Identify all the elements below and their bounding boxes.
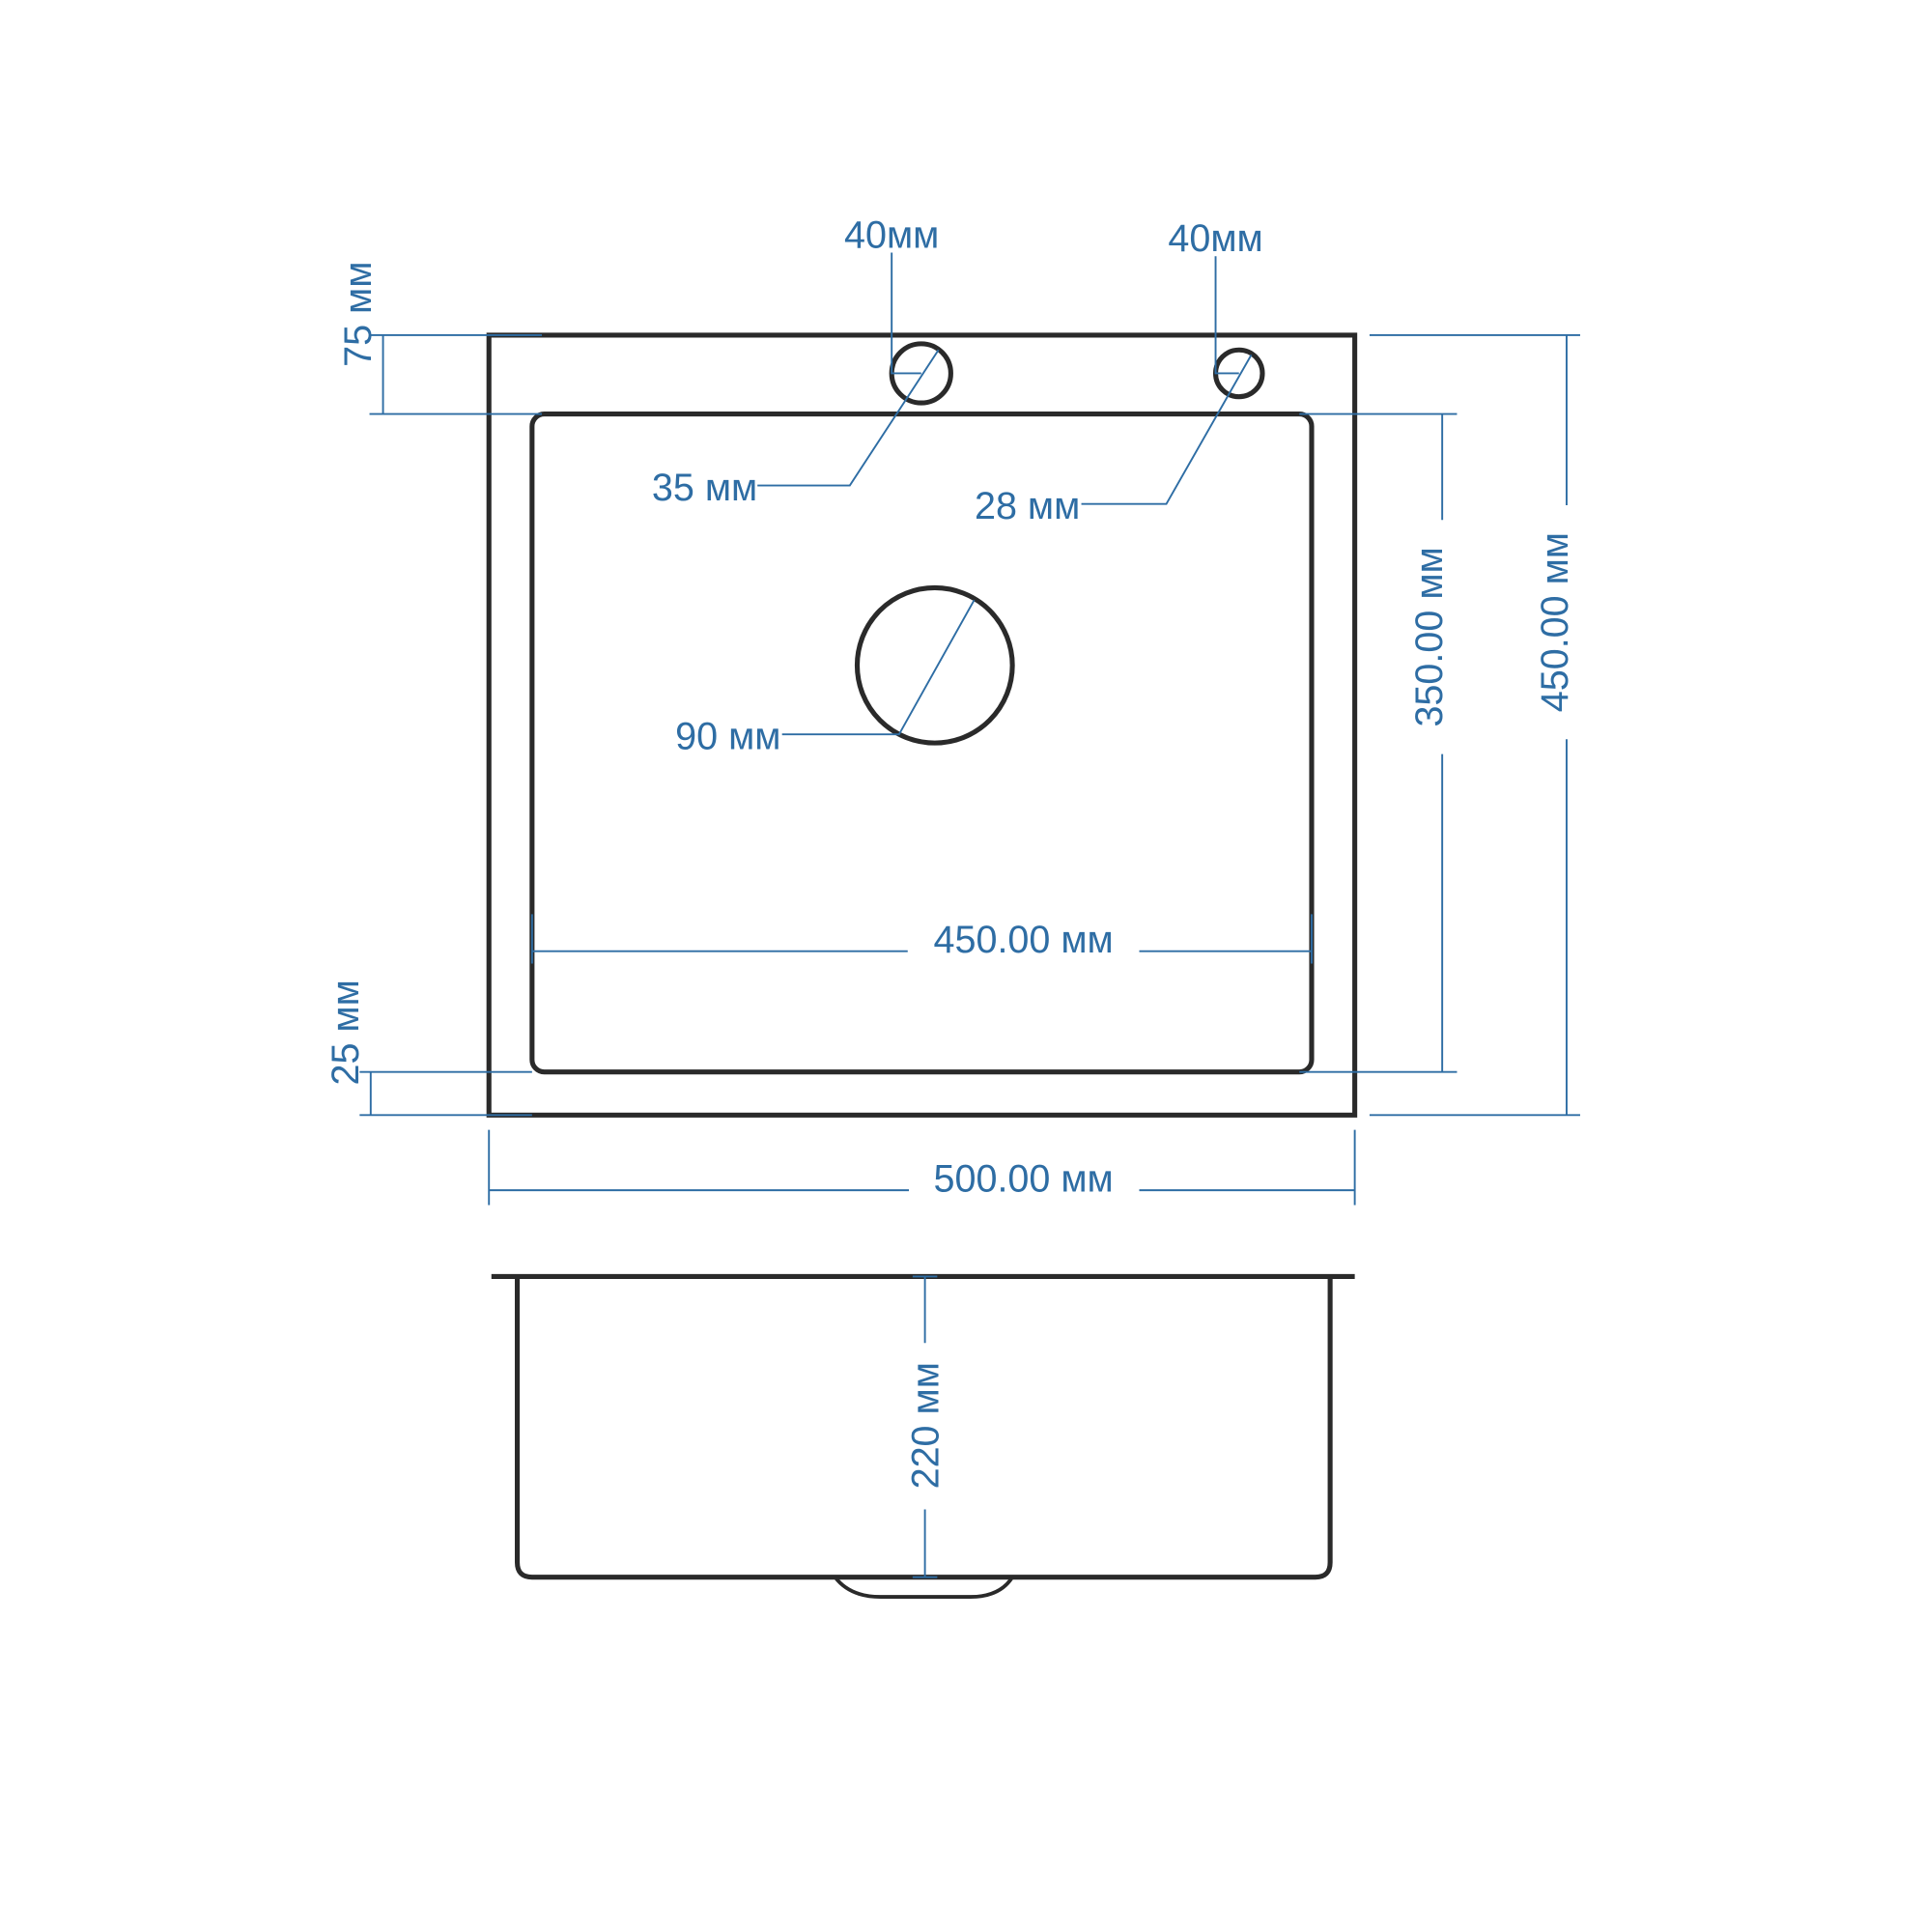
dim-line-bowl-width <box>530 914 1313 964</box>
dim-line-hole-right-offset <box>1214 256 1239 375</box>
label-bowl-length: 350.00 мм <box>1408 547 1451 726</box>
dim-line-overall-width <box>488 1129 1356 1206</box>
dim-line-hole-left-offset <box>891 252 921 375</box>
side-view-drain <box>833 1576 1014 1599</box>
label-depth: 220 мм <box>905 1362 948 1489</box>
label-overall-width: 500.00 мм <box>934 1157 1114 1200</box>
dim-line-bowl-length <box>1299 412 1458 1073</box>
sink-outer-outline <box>486 332 1358 1118</box>
label-drain-diameter: 90 мм <box>675 716 780 758</box>
bowl-outline <box>529 412 1315 1075</box>
label-hole-left-offset: 40мм <box>844 213 939 256</box>
label-hole-right-offset: 40мм <box>1168 217 1262 260</box>
label-overall-length: 450.00 мм <box>1534 532 1576 712</box>
dim-line-overall-length <box>1369 333 1580 1117</box>
dim-line-top-margin <box>369 333 543 415</box>
label-hole-left-diameter: 35 мм <box>652 467 757 509</box>
leader-hole-right-diameter <box>1081 354 1253 505</box>
label-bowl-width: 450.00 мм <box>934 919 1114 961</box>
drain-hole <box>854 584 1015 746</box>
label-top-margin: 75 мм <box>337 262 380 367</box>
dim-line-bottom-margin <box>359 1070 532 1117</box>
label-hole-right-diameter: 28 мм <box>975 485 1080 527</box>
label-bottom-margin: 25 мм <box>325 980 367 1085</box>
leader-drain-diameter <box>781 599 976 736</box>
leader-hole-left-diameter <box>757 349 940 487</box>
dim-line-depth <box>912 1275 938 1578</box>
